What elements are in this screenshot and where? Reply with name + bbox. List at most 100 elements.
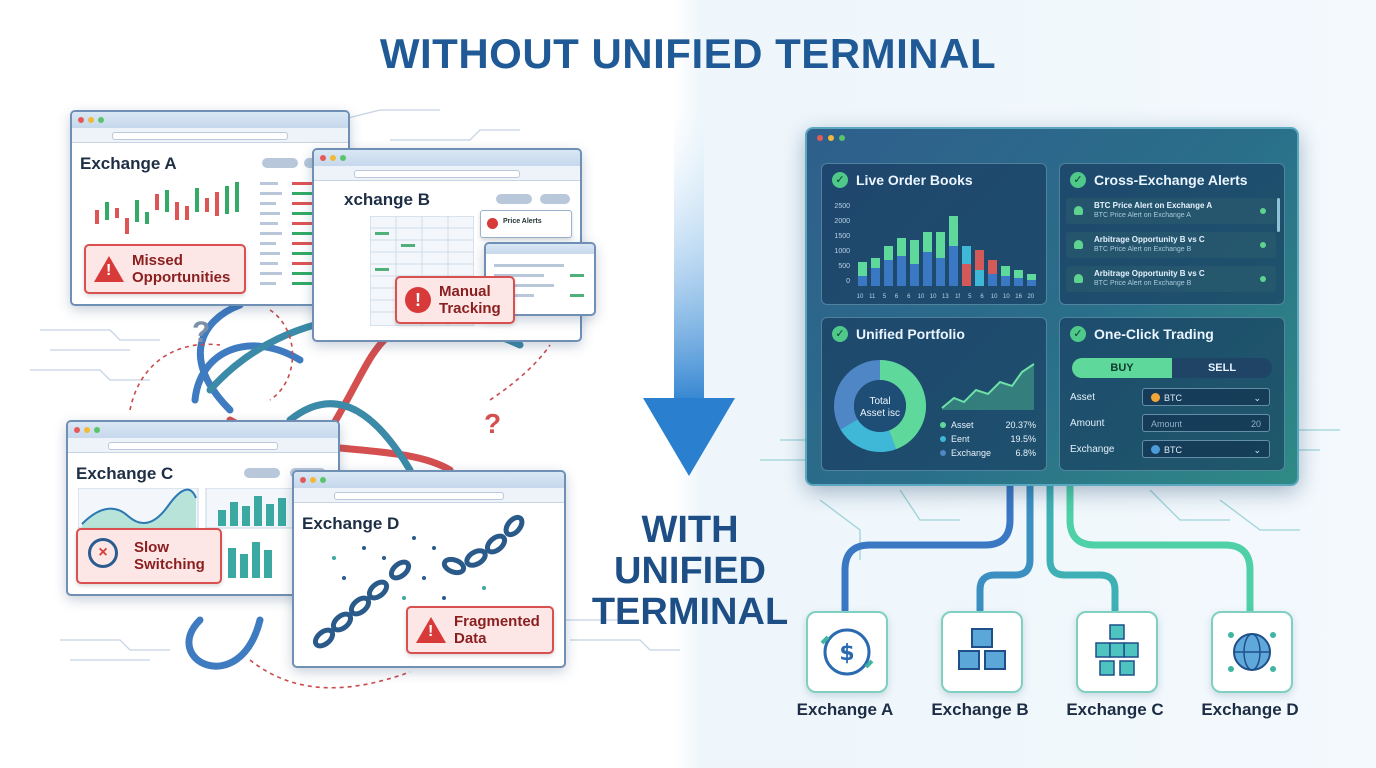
status-dot <box>1260 276 1266 282</box>
asset-label: Asset <box>1070 392 1096 403</box>
panel-title: One-Click Trading <box>1094 326 1214 342</box>
status-dot <box>1260 242 1266 248</box>
alert-title: Arbitrage Opportunity B vs C <box>1094 235 1205 244</box>
exchange-b-box[interactable] <box>941 611 1023 693</box>
title-without: WITHOUT UNIFIED TERMINAL <box>379 30 997 77</box>
alert-item[interactable]: Arbitrage Opportunity B vs C BTC Price Al… <box>1066 232 1276 258</box>
title-with: WITH UNIFIED TERMINAL <box>560 510 820 633</box>
alert-sub: BTC Price Alert on Exchange B <box>1094 246 1192 253</box>
check-icon: ✓ <box>832 172 848 188</box>
window-title: Exchange D <box>302 514 400 533</box>
exchange-select[interactable]: BTC⌄ <box>1142 440 1270 458</box>
cubes-icon <box>958 628 1006 670</box>
order-bar <box>975 270 984 286</box>
y-tick-label: 500 <box>838 263 850 270</box>
y-tick-label: 0 <box>846 278 850 285</box>
x-tick-label: 11 <box>869 294 876 300</box>
buy-button[interactable]: BUY <box>1072 358 1172 378</box>
order-bar <box>988 274 997 286</box>
order-bar <box>923 252 932 286</box>
bell-icon <box>1074 240 1083 249</box>
chevron-down-icon: ⌄ <box>1253 393 1261 403</box>
warning-icon <box>94 256 124 282</box>
x-tick-label: 10 <box>1003 294 1010 300</box>
exchange-label: Exchange <box>1070 444 1115 455</box>
x-tick-label: 13 <box>942 294 949 300</box>
exchange-c-charts <box>78 488 327 578</box>
globe-icon <box>1151 445 1160 454</box>
exchange-a-label: Exchange A <box>796 700 894 719</box>
order-bar <box>923 232 932 252</box>
x-tick-label: 5 <box>968 294 972 300</box>
order-bar <box>897 256 906 286</box>
window-title: Exchange A <box>80 154 177 173</box>
x-tick-label: 20 <box>1027 294 1034 300</box>
panel-title: Cross-Exchange Alerts <box>1094 172 1248 188</box>
exchange-a-box[interactable]: $ <box>806 611 888 693</box>
warn-line-2: Tracking <box>439 300 501 317</box>
dashed-arrows <box>129 309 551 689</box>
network-cubes-icon <box>1095 624 1139 676</box>
order-bar <box>871 258 880 268</box>
order-bar <box>962 264 971 286</box>
panel-cross-exchange-alerts: ✓ Cross-Exchange Alerts BTC Price Alert o… <box>1059 163 1285 305</box>
alerts-scrollbar[interactable] <box>1277 198 1280 232</box>
price-alerts-label: Price Alerts <box>503 218 542 225</box>
order-bar <box>858 262 867 276</box>
order-book-bars <box>260 182 326 285</box>
order-bar <box>1014 270 1023 278</box>
order-bar <box>962 246 971 264</box>
panel-title: Live Order Books <box>856 172 973 188</box>
order-bar <box>988 260 997 274</box>
check-icon: ✓ <box>1070 326 1086 342</box>
order-bar <box>936 232 945 258</box>
check-icon: ✓ <box>1070 172 1086 188</box>
order-bar <box>1027 280 1036 286</box>
donut-label-1: Total <box>869 396 891 407</box>
question-mark-icon: ? <box>484 408 502 439</box>
warning-icon <box>416 617 446 643</box>
warn-line-2: Switching <box>134 556 205 573</box>
x-tick-label: 10 <box>930 294 937 300</box>
y-tick-label: 2500 <box>834 203 850 210</box>
bitcoin-icon <box>1151 393 1160 402</box>
exchange-d-box[interactable] <box>1211 611 1293 693</box>
y-tick-label: 1000 <box>834 248 850 255</box>
warn-line-1: Fragmented <box>454 613 540 630</box>
order-bar <box>949 216 958 246</box>
check-icon: ✓ <box>832 326 848 342</box>
down-arrow-head <box>643 398 735 476</box>
warn-line-1: Missed <box>132 252 183 269</box>
order-bar <box>884 260 893 286</box>
alert-icon: ! <box>405 287 431 313</box>
alert-title: BTC Price Alert on Exchange A <box>1094 201 1213 210</box>
x-tick-label: 6 <box>895 294 899 300</box>
exchange-connectors <box>841 476 1254 614</box>
status-dot <box>1260 208 1266 214</box>
warn-line-1: Slow <box>134 539 170 556</box>
sell-button[interactable]: SELL <box>1172 358 1272 378</box>
bell-icon <box>1074 206 1083 215</box>
window-title: Exchange C <box>76 464 174 483</box>
panel-one-click-trading: ✓ One-Click Trading BUY SELL Asset BTC⌄ A… <box>1059 317 1285 471</box>
order-bar <box>897 238 906 256</box>
question-mark-icon: ? <box>192 316 211 349</box>
x-tick-label: 16 <box>1015 294 1022 300</box>
exchange-c-box[interactable] <box>1076 611 1158 693</box>
warn-line-2: Opportunities <box>132 269 231 286</box>
asset-select[interactable]: BTC⌄ <box>1142 388 1270 406</box>
svg-text:$: $ <box>839 641 854 666</box>
candlestick-chart <box>95 182 239 234</box>
stopwatch-icon: × <box>88 538 118 568</box>
down-arrow-shaft <box>674 110 704 410</box>
alert-title: Arbitrage Opportunity B vs C <box>1094 269 1205 278</box>
order-bar <box>936 258 945 286</box>
globe-network-icon <box>1228 632 1276 672</box>
